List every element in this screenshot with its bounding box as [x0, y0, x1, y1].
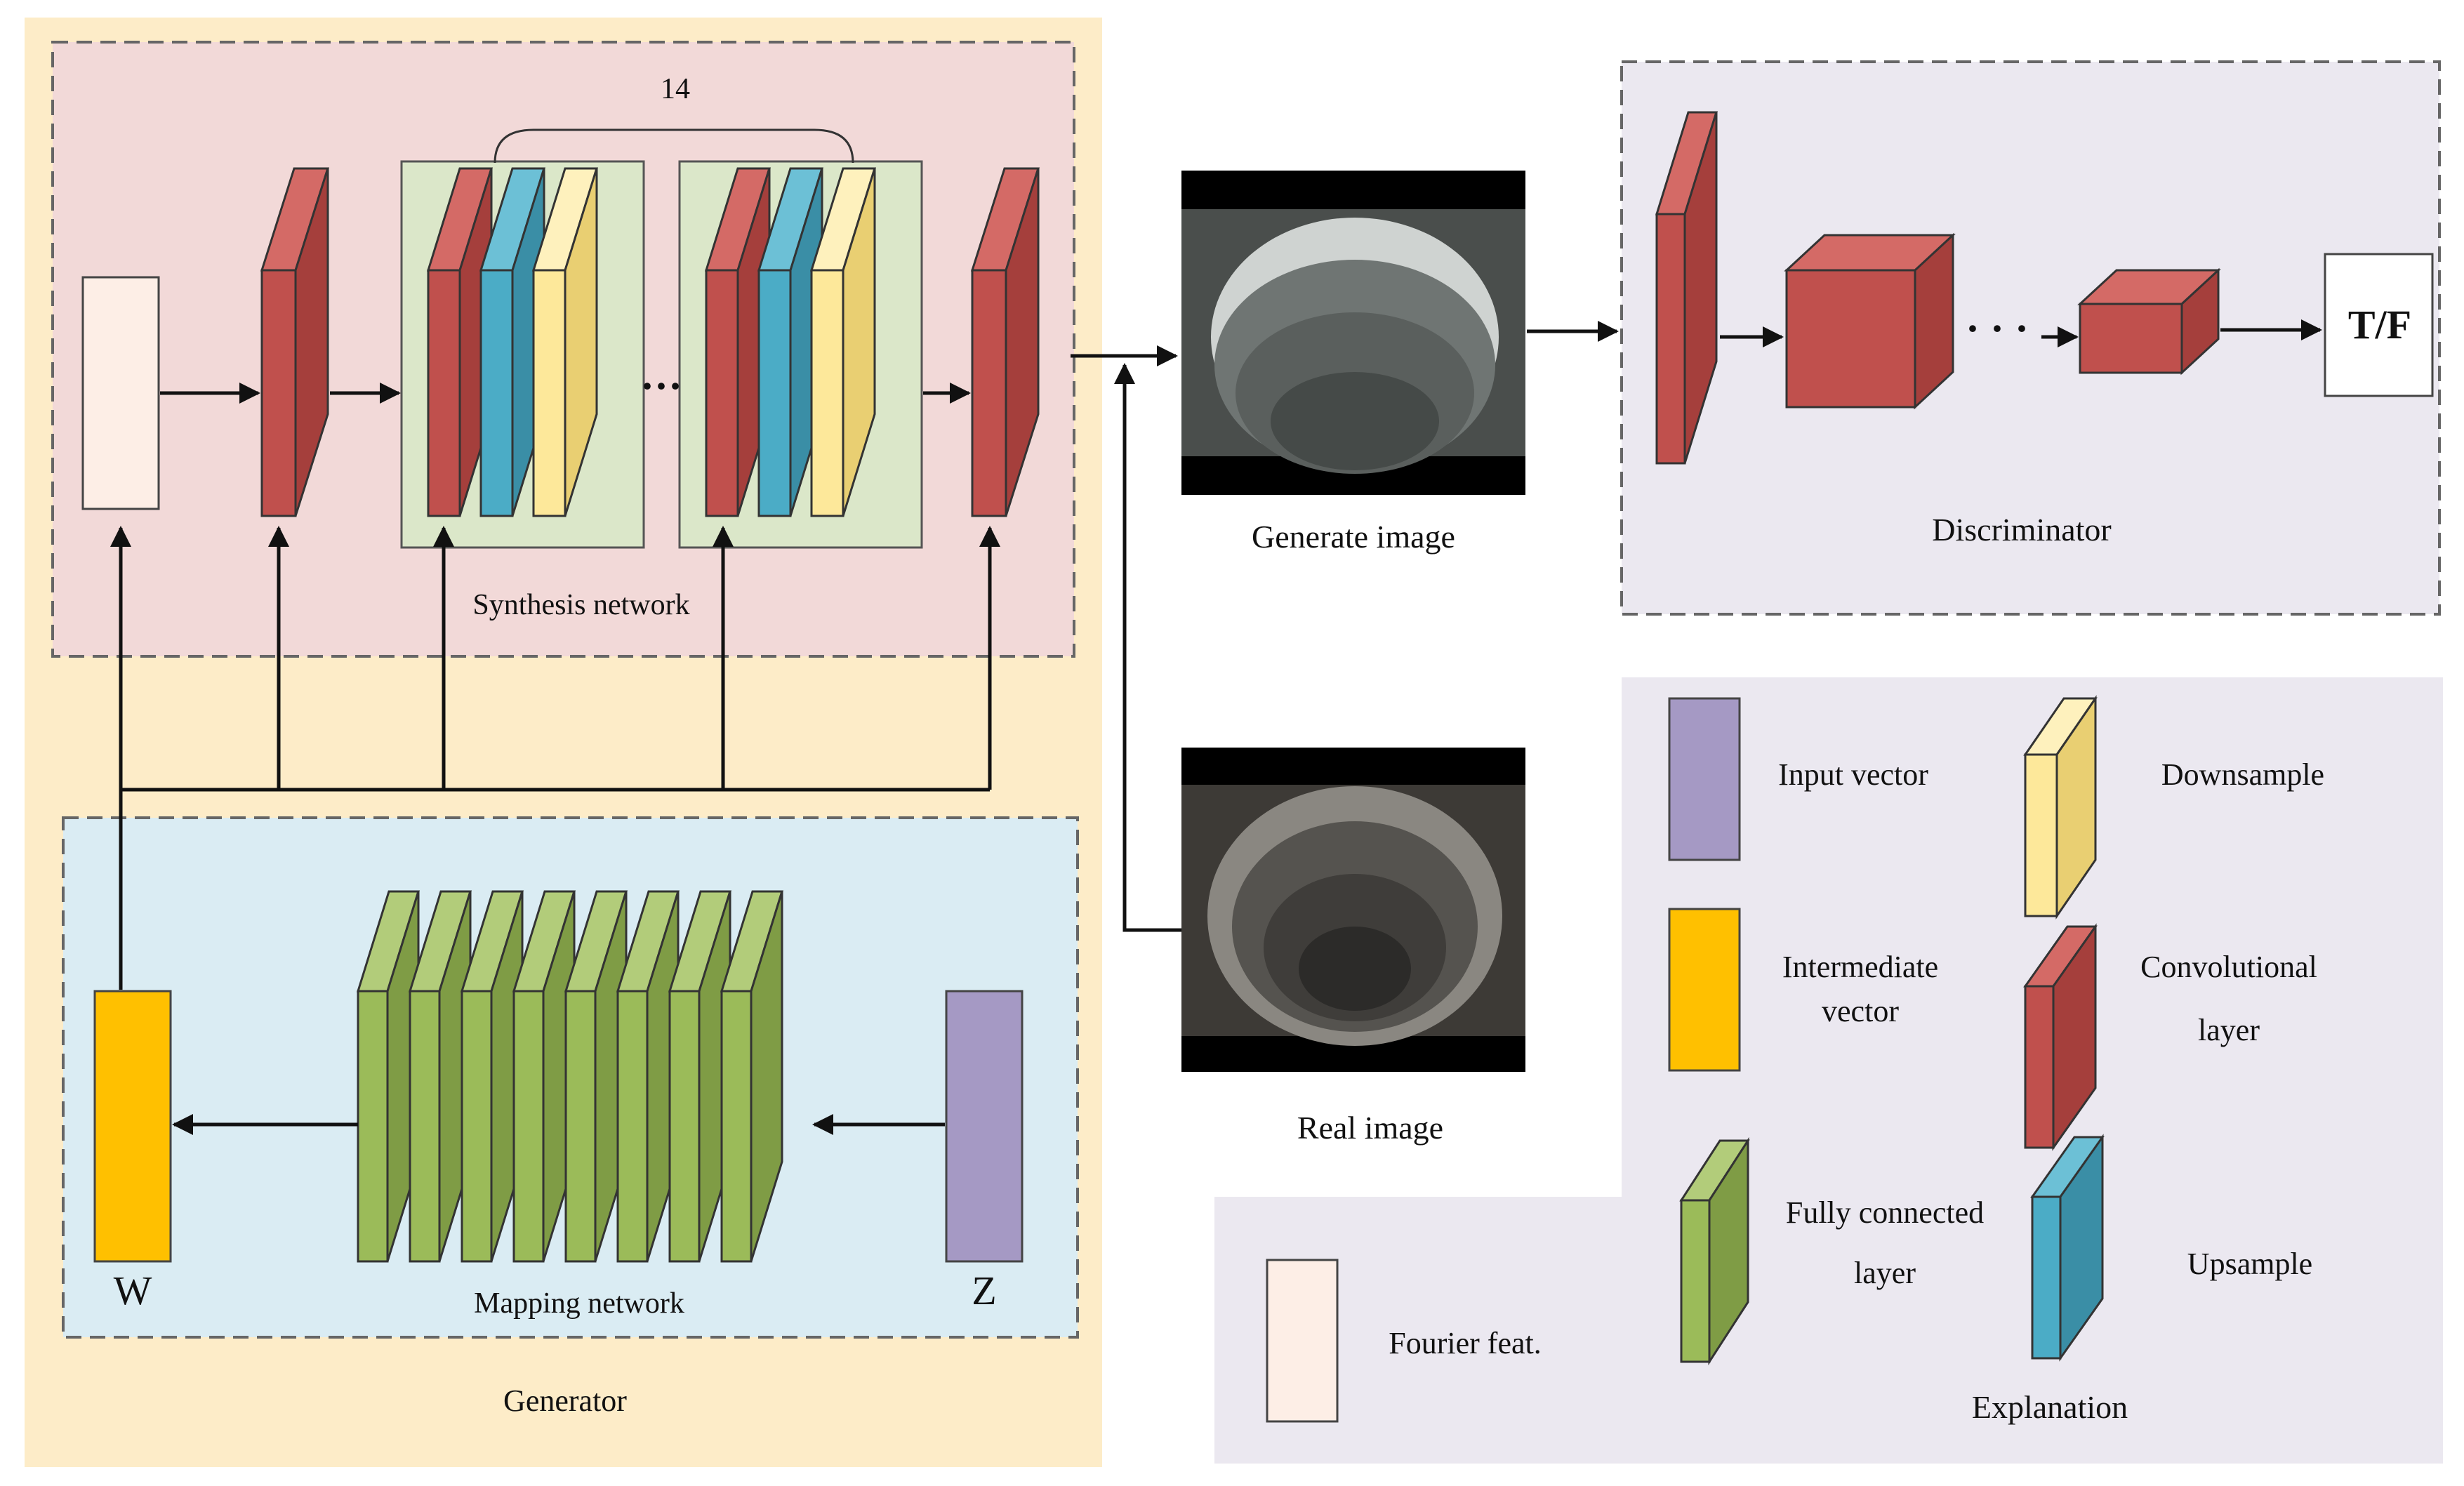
fully-connected-layer — [720, 890, 784, 1263]
legend-fully-connected-label-line2: layer — [1854, 1256, 1916, 1290]
fully-connected-stack — [356, 890, 784, 1263]
group1-downsample-layer — [531, 167, 599, 517]
synthesis-conv-layer-last — [970, 167, 1040, 517]
discriminator-cube-small — [2077, 267, 2221, 376]
w-intermediate-vector — [93, 990, 172, 1263]
legend-conv-label-line2: layer — [2198, 1013, 2260, 1047]
legend-downsample-swatch — [2023, 695, 2098, 920]
discriminator-conv-layer — [1655, 111, 1718, 465]
synthesis-conv-layer-first — [260, 167, 330, 517]
synthesis-network-label: Synthesis network — [472, 589, 689, 621]
discriminator-label: Discriminator — [1932, 512, 2112, 548]
legend-fully-connected-label-line1: Fully connected — [1786, 1195, 1984, 1230]
legend-intermediate-vector-swatch — [1668, 908, 1741, 1072]
z-input-vector — [945, 990, 1024, 1263]
real-image — [1181, 748, 1525, 1072]
legend-title: Explanation — [1972, 1389, 2128, 1425]
legend-conv-label-line1: Convolutional — [2140, 950, 2317, 984]
legend-fully-connected-swatch — [1679, 1136, 1750, 1366]
repeat-count-label: 14 — [661, 73, 690, 105]
real-image-label: Real image — [1297, 1110, 1443, 1146]
fourier-feature-block — [81, 276, 160, 510]
legend-conv-swatch — [2023, 923, 2098, 1151]
w-label: W — [114, 1268, 152, 1313]
legend-fourier-label: Fourier feat. — [1389, 1326, 1541, 1360]
z-label: Z — [972, 1268, 996, 1313]
repeat-brace — [494, 128, 854, 164]
generated-image-label: Generate image — [1252, 519, 1455, 555]
generated-image — [1181, 171, 1525, 495]
legend-upsample-label: Upsample — [2187, 1247, 2312, 1281]
legend-input-vector-swatch — [1668, 697, 1741, 861]
mapping-network-label: Mapping network — [474, 1287, 684, 1320]
legend-intermediate-label-line2: vector — [1822, 994, 1899, 1028]
true-false-output-label: T/F — [2348, 302, 2411, 347]
style-injection-lines — [110, 526, 1000, 990]
legend-panel — [1214, 677, 2443, 1464]
discriminator-cube-large — [1784, 232, 1956, 410]
legend-fourier-swatch — [1266, 1259, 1339, 1423]
fully-connected-layer — [356, 890, 420, 1263]
true-false-output-box — [2324, 253, 2434, 397]
synthesis-ellipsis: ··· — [640, 363, 682, 409]
legend-upsample-swatch — [2030, 1134, 2105, 1362]
legend-input-vector-label: Input vector — [1778, 757, 1928, 792]
legend-downsample-label: Downsample — [2161, 757, 2324, 792]
discriminator-ellipsis: · · · — [1966, 305, 2029, 352]
group2-downsample-layer — [809, 167, 877, 517]
legend-intermediate-label-line1: Intermediate — [1782, 950, 1938, 984]
arrow-real-image-feed — [1114, 363, 1181, 932]
generator-label: Generator — [503, 1384, 627, 1418]
